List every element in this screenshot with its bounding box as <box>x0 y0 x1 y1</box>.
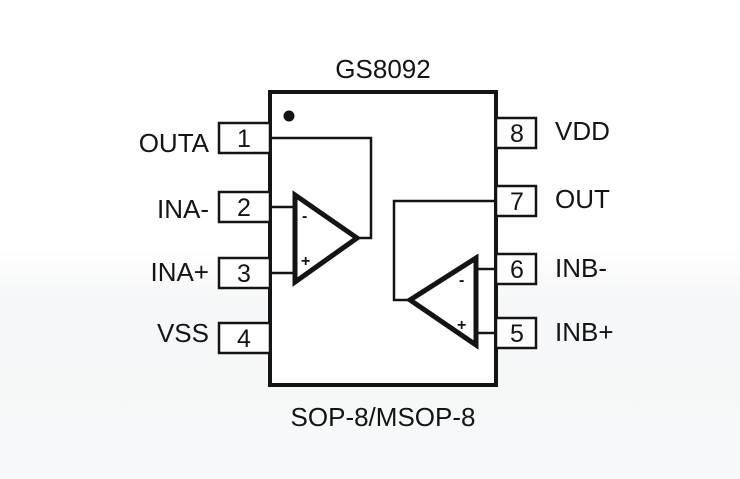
pin1-marker-dot <box>283 110 295 122</box>
opamp-b-triangle <box>405 253 479 350</box>
pin-name-out: OUT <box>555 184 610 214</box>
pin-number-3: 3 <box>237 260 251 288</box>
pin-number-6: 6 <box>510 256 524 284</box>
pin-number-1: 1 <box>237 125 251 153</box>
pin-number-2: 2 <box>237 194 251 222</box>
pin-number-7: 7 <box>510 188 524 216</box>
pin-name-ina-plus: INA+ <box>150 257 209 287</box>
pin-number-4: 4 <box>237 325 251 353</box>
opamp-b-minus-sign: - <box>459 272 464 289</box>
pin-name-outa: OUTA <box>139 128 210 158</box>
opamp-b-feedback-wire <box>392 199 496 302</box>
opamp-a-triangle <box>292 190 362 287</box>
pin-box-1 <box>217 121 272 155</box>
opamp-b-plus-sign: + <box>457 317 466 334</box>
pin-name-ina-minus: INA- <box>157 194 209 224</box>
pin-number-5: 5 <box>510 320 524 348</box>
pin-number-8: 8 <box>510 120 524 148</box>
pin-name-vdd: VDD <box>555 116 610 146</box>
opamp-a-plus-sign: + <box>301 253 310 270</box>
pin-name-inb-plus: INB+ <box>555 317 614 347</box>
pin-box-4 <box>217 321 272 355</box>
chip-package: SOP-8/MSOP-8 <box>291 402 476 432</box>
opamp-a-feedback-wire <box>270 136 373 240</box>
chip-part-number: GS8092 <box>335 54 430 84</box>
pin-name-vss: VSS <box>157 318 209 348</box>
pin-box-7 <box>494 184 538 218</box>
pin-name-inb-minus: INB- <box>555 253 607 283</box>
opamp-a-minus-sign: - <box>302 208 307 225</box>
pin-box-2 <box>217 190 272 224</box>
right-pin-names: VDD OUT INB- INB+ <box>555 116 614 347</box>
pin-box-8 <box>494 116 538 150</box>
